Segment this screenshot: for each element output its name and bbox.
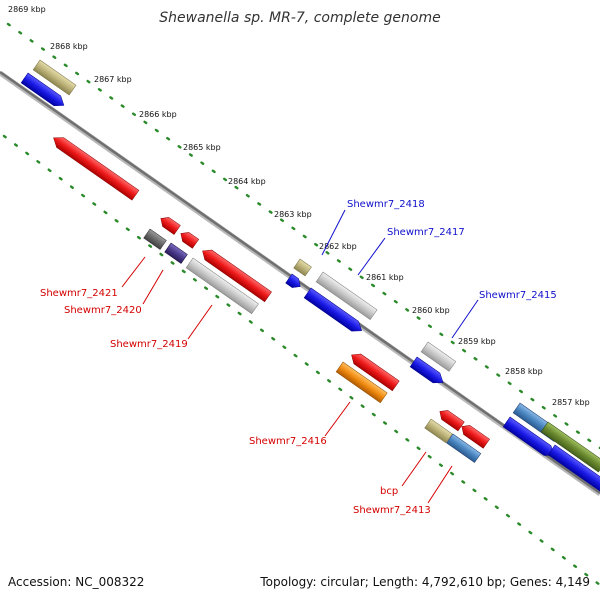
feature-reverse-cds[interactable] [178,229,200,249]
gene-label-shewmr7-2417[interactable]: Shewmr7_2417 [387,227,465,238]
tick-label: 2862 kbp [319,242,357,251]
gene-label-shewmr7-2416[interactable]: Shewmr7_2416 [249,436,327,447]
gene-label-shewmr7-2418[interactable]: Shewmr7_2418 [347,199,425,210]
feature-grey[interactable] [185,257,259,315]
feature-indigo[interactable] [164,242,188,264]
tick-label: 2869 kbp [8,5,46,14]
feature-forward-cds[interactable] [285,273,304,291]
feature-reverse-cds[interactable] [199,246,272,303]
feature-khaki[interactable] [293,258,312,277]
feature-forward-cds[interactable] [20,72,67,110]
tick-label: 2864 kbp [228,177,266,186]
genome-summary-text: Topology: circular; Length: 4,792,610 bp… [259,575,590,589]
feature-forward-cds[interactable] [547,444,600,500]
label-leaders [121,209,479,504]
feature-forward-cds[interactable] [303,287,365,336]
tick-label: 2860 kbp [412,306,450,315]
tick-label: 2861 kbp [366,273,404,282]
gene-label-shewmr7-2419[interactable]: Shewmr7_2419 [110,339,188,350]
tick-label: 2858 kbp [505,367,543,376]
gene-labels: Shewmr7_2418 Shewmr7_2417 Shewmr7_2415 S… [40,199,557,516]
feature-khaki[interactable] [32,59,77,96]
tick-label: 2859 kbp [458,337,496,346]
genome-backbone [0,70,600,497]
feature-reverse-cds[interactable] [437,407,465,432]
tick-label: 2865 kbp [183,143,221,152]
feature-forward-cds[interactable] [409,356,446,387]
feature-steel-blue[interactable] [446,433,482,463]
feature-olive[interactable] [540,421,600,473]
feature-orange[interactable] [335,361,388,404]
feature-reverse-cds[interactable] [158,214,181,235]
features [20,59,600,500]
accession-text: Accession: NC_008322 [8,575,144,589]
tick-label: 2866 kbp [139,110,177,119]
feature-reverse-cds[interactable] [348,350,400,392]
feature-grey[interactable] [420,341,457,372]
feature-grey[interactable] [315,271,378,321]
ruler-upper [6,22,600,450]
ruler-tick-labels: 2869 kbp 2868 kbp 2867 kbp 2866 kbp 2865… [8,5,590,407]
tick-label: 2868 kbp [50,42,88,51]
gene-label-shewmr7-2421[interactable]: Shewmr7_2421 [40,288,118,299]
tick-label: 2857 kbp [552,398,590,407]
tick-label: 2867 kbp [94,75,132,84]
tick-label: 2863 kbp [274,210,312,219]
ruler-lower [2,134,600,587]
feature-dark-grey[interactable] [143,228,167,250]
gene-label-shewmr7-2413[interactable]: Shewmr7_2413 [353,505,431,516]
gene-label-shewmr7-2420[interactable]: Shewmr7_2420 [64,305,142,316]
gene-label-bcp[interactable]: bcp [380,486,398,497]
feature-khaki[interactable] [424,418,453,444]
genome-title: Shewanella sp. MR-7, complete genome [159,10,440,26]
feature-reverse-cds[interactable] [50,133,140,201]
feature-reverse-cds[interactable] [459,422,490,449]
gene-label-shewmr7-2415[interactable]: Shewmr7_2415 [479,290,557,301]
